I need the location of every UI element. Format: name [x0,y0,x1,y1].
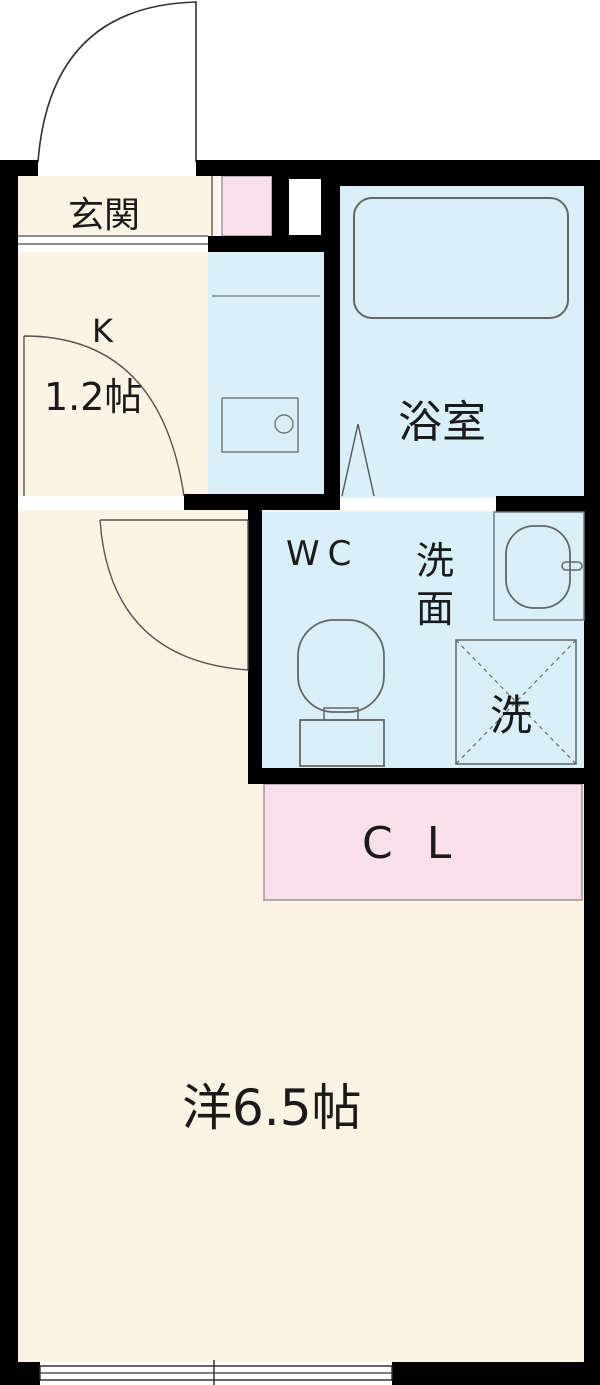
outer-wall-bottom-left [0,1362,40,1385]
washbasin-counter [493,511,585,621]
toilet-tank [299,719,385,767]
closet-floor [263,783,583,901]
label-wc: WC [286,534,360,574]
wall-kitchen-bottom [184,494,340,510]
wall-wc-left [248,510,262,784]
label-entrance: 玄関 [68,195,141,236]
washbasin-tap [561,561,583,571]
wall-utility-block [272,176,286,238]
toilet-bowl [297,619,385,713]
entrance-floor [18,176,218,236]
outer-wall-right [584,160,600,1385]
wall-kitchen-top [208,236,324,252]
kitchen-stove-icon [274,414,294,434]
kitchen-door-swing [23,335,185,497]
wall-bath-top [324,176,584,186]
entrance-door-swing [37,1,197,163]
wall-wc-bottom [248,768,584,784]
label-washroom-2: 面 [416,587,455,631]
kitchen-counter [208,252,324,494]
room-door-swing [99,519,249,671]
shoe-box [221,175,273,237]
outer-wall-left [0,160,18,1385]
laundry-space [455,639,577,765]
label-kitchen-name: K [92,312,113,350]
outer-wall-top-right [196,160,600,176]
wall-bath-left [324,176,340,498]
label-closet: CL [362,818,486,869]
kitchen-sink [221,397,299,453]
kitchen-floor [18,252,208,496]
label-laundry: 洗 [490,691,533,740]
bathtub [353,197,569,319]
label-bath: 浴室 [398,397,486,448]
label-western-room: 洋6.5帖 [182,1079,362,1137]
washbasin [505,525,571,609]
bathroom-door [341,423,375,497]
label-washroom-1: 洗 [416,539,455,583]
bathroom-floor [340,186,584,498]
wall-bath-bottom [496,496,584,512]
label-kitchen-size: 1.2帖 [44,375,143,419]
utility-shaft [283,173,327,241]
outer-wall-bottom-right [392,1362,600,1385]
